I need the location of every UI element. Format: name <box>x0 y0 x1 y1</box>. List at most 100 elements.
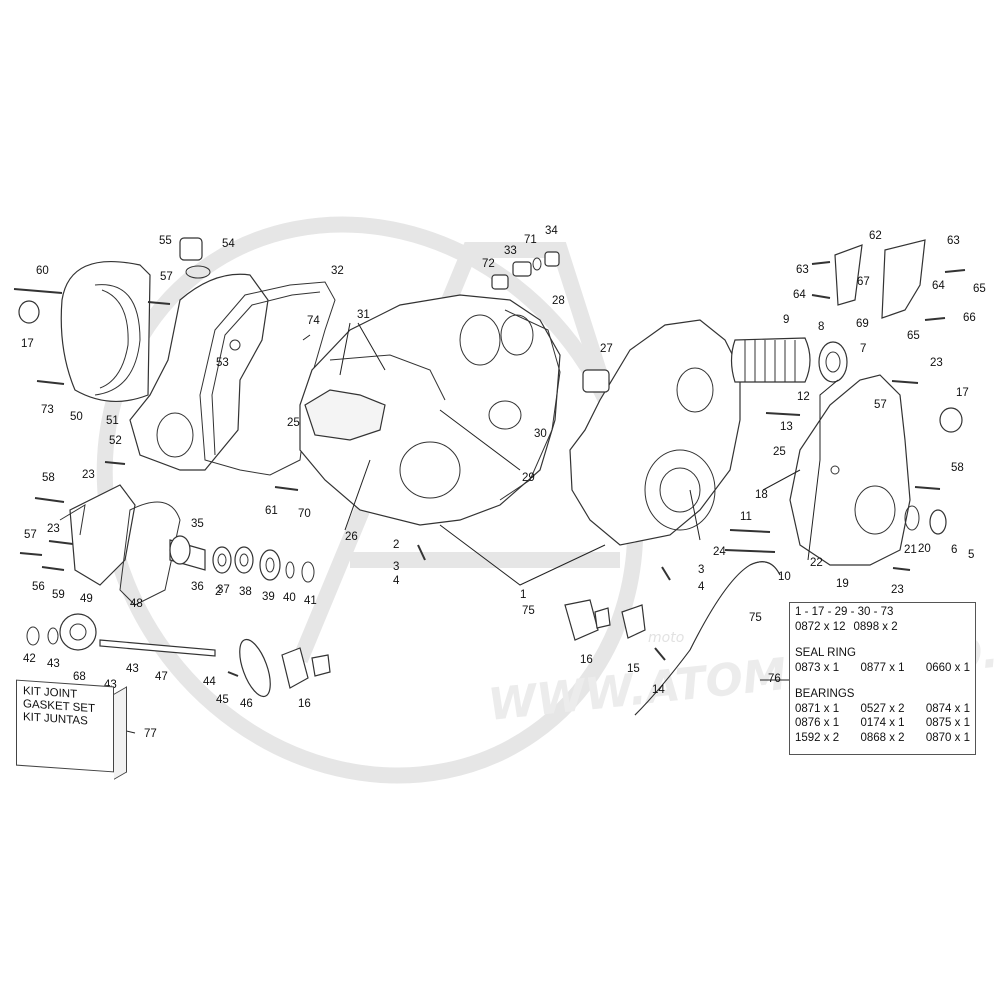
part-label: 23 <box>891 584 904 596</box>
seal-title-text: SEAL RING <box>795 647 856 659</box>
parts-info-box: 1 - 17 - 29 - 30 - 73 0872 x 12 0898 x 2… <box>789 602 976 755</box>
part-label: 7 <box>860 343 866 355</box>
part-label: 46 <box>240 698 253 710</box>
gasket-kit-box: KIT JOINT GASKET SET KIT JUNTAS <box>16 679 114 773</box>
info-line-1: 1 - 17 - 29 - 30 - 73 <box>795 605 970 620</box>
seal-0: 0873 x 1 <box>795 661 840 674</box>
part-label: 9 <box>783 314 789 326</box>
part-label: 57 <box>874 399 887 411</box>
part-label: 3 <box>393 561 399 573</box>
part-label: 25 <box>773 446 786 458</box>
part-label: 57 <box>24 529 37 541</box>
bearing-2-1: 0868 x 2 <box>860 731 905 744</box>
bearings-row <box>212 546 315 583</box>
info-line2-b: 0898 x 2 <box>853 620 898 633</box>
part-label: 15 <box>627 663 640 675</box>
seal-2: 0660 x 1 <box>925 661 970 674</box>
seal-ring-title: SEAL RING <box>795 646 970 661</box>
part-label: 40 <box>283 592 296 604</box>
part-number-labels: 1234567891011121314151616171718192021222… <box>21 225 986 740</box>
lower-parts <box>239 599 646 698</box>
part-label: 39 <box>262 591 275 603</box>
oil-filter <box>730 337 848 383</box>
part-label: 10 <box>778 571 791 583</box>
info-line-2: 0872 x 12 0898 x 2 <box>795 620 970 635</box>
part-label: 4 <box>698 581 705 593</box>
info-part-list: 1 - 17 - 29 - 30 - 73 <box>795 606 894 618</box>
right-side-cover <box>789 374 911 566</box>
part-label: 64 <box>932 280 945 292</box>
bearing-1-2: 0875 x 1 <box>925 717 970 729</box>
part-label: 60 <box>36 265 49 277</box>
bearings-row-3: 1592 x 2 0868 x 2 0870 x 1 <box>795 731 970 746</box>
part-label: 11 <box>740 511 752 523</box>
part-label: 23 <box>930 357 943 369</box>
bearings-row-1: 0871 x 1 0527 x 2 0874 x 1 <box>795 702 970 717</box>
part-label: 53 <box>216 357 229 369</box>
crankcase-left <box>299 294 561 526</box>
part-label: 65 <box>973 283 986 295</box>
shaft <box>99 639 216 657</box>
bracket <box>834 244 863 306</box>
part-label: 25 <box>287 417 300 429</box>
part-label: 16 <box>298 698 311 710</box>
part-label: 45 <box>216 694 229 706</box>
part-label: 49 <box>80 593 93 605</box>
part-label: 48 <box>130 598 143 610</box>
clutch-cover <box>129 273 269 471</box>
leader-lines <box>121 322 839 734</box>
part-label: 4 <box>393 575 400 587</box>
part-label: 77 <box>144 728 157 740</box>
seal-ring-row: 0873 x 1 0877 x 1 0660 x 1 <box>795 661 970 676</box>
part-label: 24 <box>713 546 726 558</box>
part-label: 55 <box>159 235 172 247</box>
part-label: 75 <box>522 605 535 617</box>
bearings-row-2: 0876 x 1 0174 x 1 0875 x 1 <box>795 716 970 731</box>
part-label: 57 <box>160 271 173 283</box>
part-label: 65 <box>907 330 920 342</box>
ignition-cover <box>60 261 151 403</box>
part-label: 67 <box>857 276 870 288</box>
part-label: 14 <box>652 684 665 696</box>
part-label: 44 <box>203 676 216 688</box>
part-label: 72 <box>482 258 495 270</box>
part-label: 38 <box>239 586 252 598</box>
part-label: 3 <box>698 564 704 576</box>
sprocket-cover <box>881 239 926 319</box>
part-label: 33 <box>504 245 517 257</box>
part-label: 58 <box>951 462 964 474</box>
part-label: 23 <box>82 469 95 481</box>
crankcase-right <box>569 319 741 546</box>
part-label: 2 <box>393 539 399 551</box>
part-label: 35 <box>191 518 204 530</box>
bearing-0-2: 0874 x 1 <box>925 702 970 715</box>
part-label: 5 <box>968 549 974 561</box>
part-label: 19 <box>836 578 849 590</box>
bearing-2-2: 0870 x 1 <box>925 731 970 744</box>
small-top-parts <box>18 237 963 433</box>
bearing-0-0: 0871 x 1 <box>795 702 840 715</box>
bearing-1-0: 0876 x 1 <box>795 717 840 729</box>
part-label: 75 <box>749 612 762 624</box>
part-label: 8 <box>818 321 824 333</box>
part-label: 63 <box>947 235 960 247</box>
part-label: 13 <box>780 421 793 433</box>
part-label: 2 <box>215 586 221 598</box>
part-label: 30 <box>534 428 547 440</box>
part-label: 36 <box>191 581 204 593</box>
part-label: 41 <box>304 595 317 607</box>
part-label: 68 <box>73 671 86 683</box>
info-line2-a: 0872 x 12 <box>795 620 846 633</box>
part-label: 70 <box>298 508 311 520</box>
bolts <box>13 261 966 677</box>
part-label: 6 <box>951 544 957 556</box>
part-label: 71 <box>524 234 537 246</box>
part-label: 32 <box>331 265 344 277</box>
part-label: 16 <box>580 654 593 666</box>
part-label: 58 <box>42 472 55 484</box>
part-label: 43 <box>126 663 139 675</box>
cover-gasket <box>199 281 336 476</box>
part-label: 56 <box>32 581 45 593</box>
